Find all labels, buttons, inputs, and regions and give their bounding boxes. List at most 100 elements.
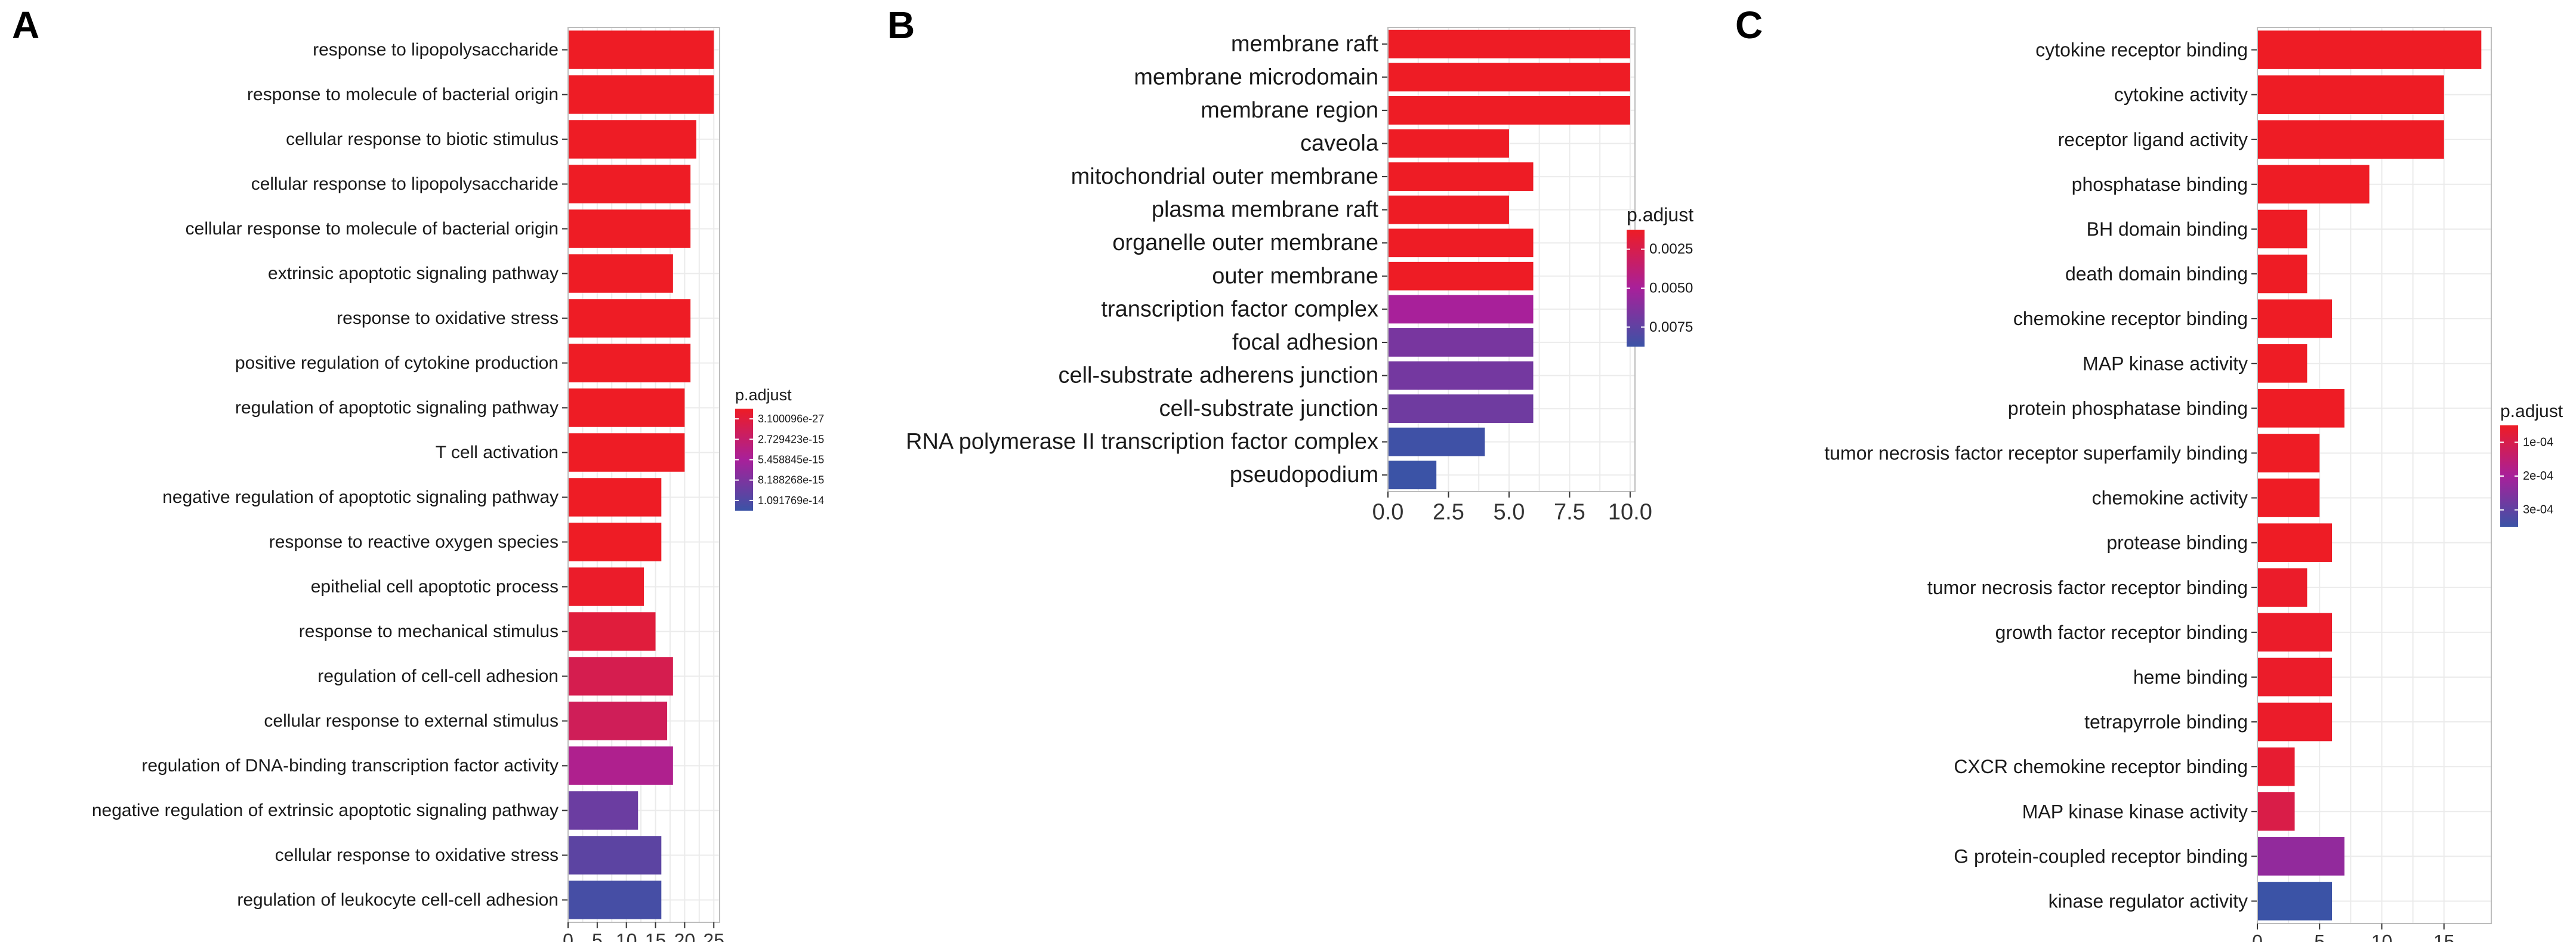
category-label: protein phosphatase binding [2008,397,2248,419]
bar [1388,162,1534,191]
bar [2257,389,2344,428]
x-tick-label: 10 [2371,931,2393,942]
bar [2257,165,2370,204]
bar [2257,747,2295,786]
category-label: phosphatase binding [2072,174,2248,195]
category-label: positive regulation of cytokine producti… [235,353,559,373]
bar [568,254,673,293]
panel-letter-a: A [12,4,39,47]
bar [568,433,685,472]
bar [2257,120,2444,159]
bar [568,120,696,159]
bar [2257,254,2307,294]
legend-title: p.adjust [735,386,792,404]
category-label: cytokine activity [2114,84,2248,106]
legend-label: 0.0050 [1649,280,1693,297]
bar [2257,344,2307,383]
category-label: response to oxidative stress [337,308,559,328]
bar [1388,195,1509,224]
category-label: response to mechanical stimulus [299,622,559,641]
category-label: receptor ligand activity [2058,129,2248,150]
x-tick-label: 10 [616,930,637,942]
category-label: cell-substrate adherens junction [1058,363,1378,388]
bar [1388,29,1630,58]
plot-area-a [568,27,720,922]
bar [2257,568,2307,607]
bar [568,567,644,606]
legend-label: 3e-04 [2523,504,2553,517]
category-label: cell-substrate junction [1159,396,1378,421]
bar [568,702,668,740]
category-label: RNA polymerase II transcription factor c… [906,430,1378,455]
bar [2257,702,2333,742]
panel-border-c [2257,27,2492,924]
category-label: negative regulation of apoptotic signali… [162,487,559,507]
category-label: CXCR chemokine receptor binding [1954,756,2248,777]
bar [1388,394,1534,423]
category-label: caveola [1300,131,1379,156]
legend-label: 0.0025 [1649,241,1693,257]
bar [568,746,673,785]
bar [2257,30,2482,69]
bar [568,478,662,517]
x-tick-label: 10.0 [1608,499,1652,524]
bar [2257,792,2295,831]
bar [568,30,714,69]
legend-label: 2.729423e-15 [758,433,824,445]
legend-title: p.adjust [2500,401,2563,421]
plot-area-c [2257,27,2491,924]
category-label: regulation of DNA-binding transcription … [141,756,559,776]
category-label: G protein-coupled receptor binding [1954,845,2248,867]
category-label: chemokine receptor binding [2013,308,2248,329]
bar [2257,209,2307,249]
category-label: regulation of cell-cell adhesion [317,666,559,686]
category-label: response to reactive oxygen species [269,532,559,552]
legend-label: 1.091769e-14 [758,495,824,506]
bar [568,299,691,338]
x-tick-label: 2.5 [1433,499,1464,524]
category-label: chemokine activity [2092,487,2248,509]
category-label: focal adhesion [1232,330,1378,355]
category-label: membrane region [1201,98,1378,123]
bar [2257,299,2333,338]
x-tick-label: 0 [2252,931,2263,942]
bar [568,612,656,651]
bar [568,165,691,203]
bar [1388,361,1534,390]
bar [1388,129,1509,158]
x-tick-label: 5 [592,930,603,942]
category-label: response to molecule of bacterial origin [247,85,559,104]
bar [568,344,691,382]
category-label: protease binding [2106,532,2248,554]
bar [1388,228,1534,258]
category-label: response to lipopolysaccharide [313,40,559,60]
category-label: organelle outer membrane [1112,230,1378,255]
bar [1388,427,1485,456]
category-label: cellular response to biotic stimulus [286,129,559,149]
x-tick-label: 20 [674,930,696,942]
x-tick-label: 25 [703,930,724,942]
category-label: epithelial cell apoptotic process [311,577,559,597]
category-label: cellular response to lipopolysaccharide [251,174,559,194]
bar [568,209,691,248]
x-tick-label: 7.5 [1554,499,1585,524]
category-label: growth factor receptor binding [1995,622,2248,643]
legend-label: 1e-04 [2523,436,2553,449]
legend-label: 8.188268e-15 [758,474,824,486]
category-label: cellular response to oxidative stress [275,845,559,865]
category-label: cellular response to external stimulus [264,711,559,731]
category-label: tumor necrosis factor receptor superfami… [1824,442,2248,464]
bar [1388,261,1534,291]
category-label: MAP kinase kinase activity [2022,801,2248,822]
category-label: mitochondrial outer membrane [1071,164,1378,189]
bar [2257,75,2444,114]
category-label: outer membrane [1212,264,1378,289]
bar [568,523,662,561]
x-tick-label: 5 [2314,931,2325,942]
bar [568,881,662,919]
bar [568,791,638,830]
category-label: tetrapyrrole binding [2084,711,2248,733]
